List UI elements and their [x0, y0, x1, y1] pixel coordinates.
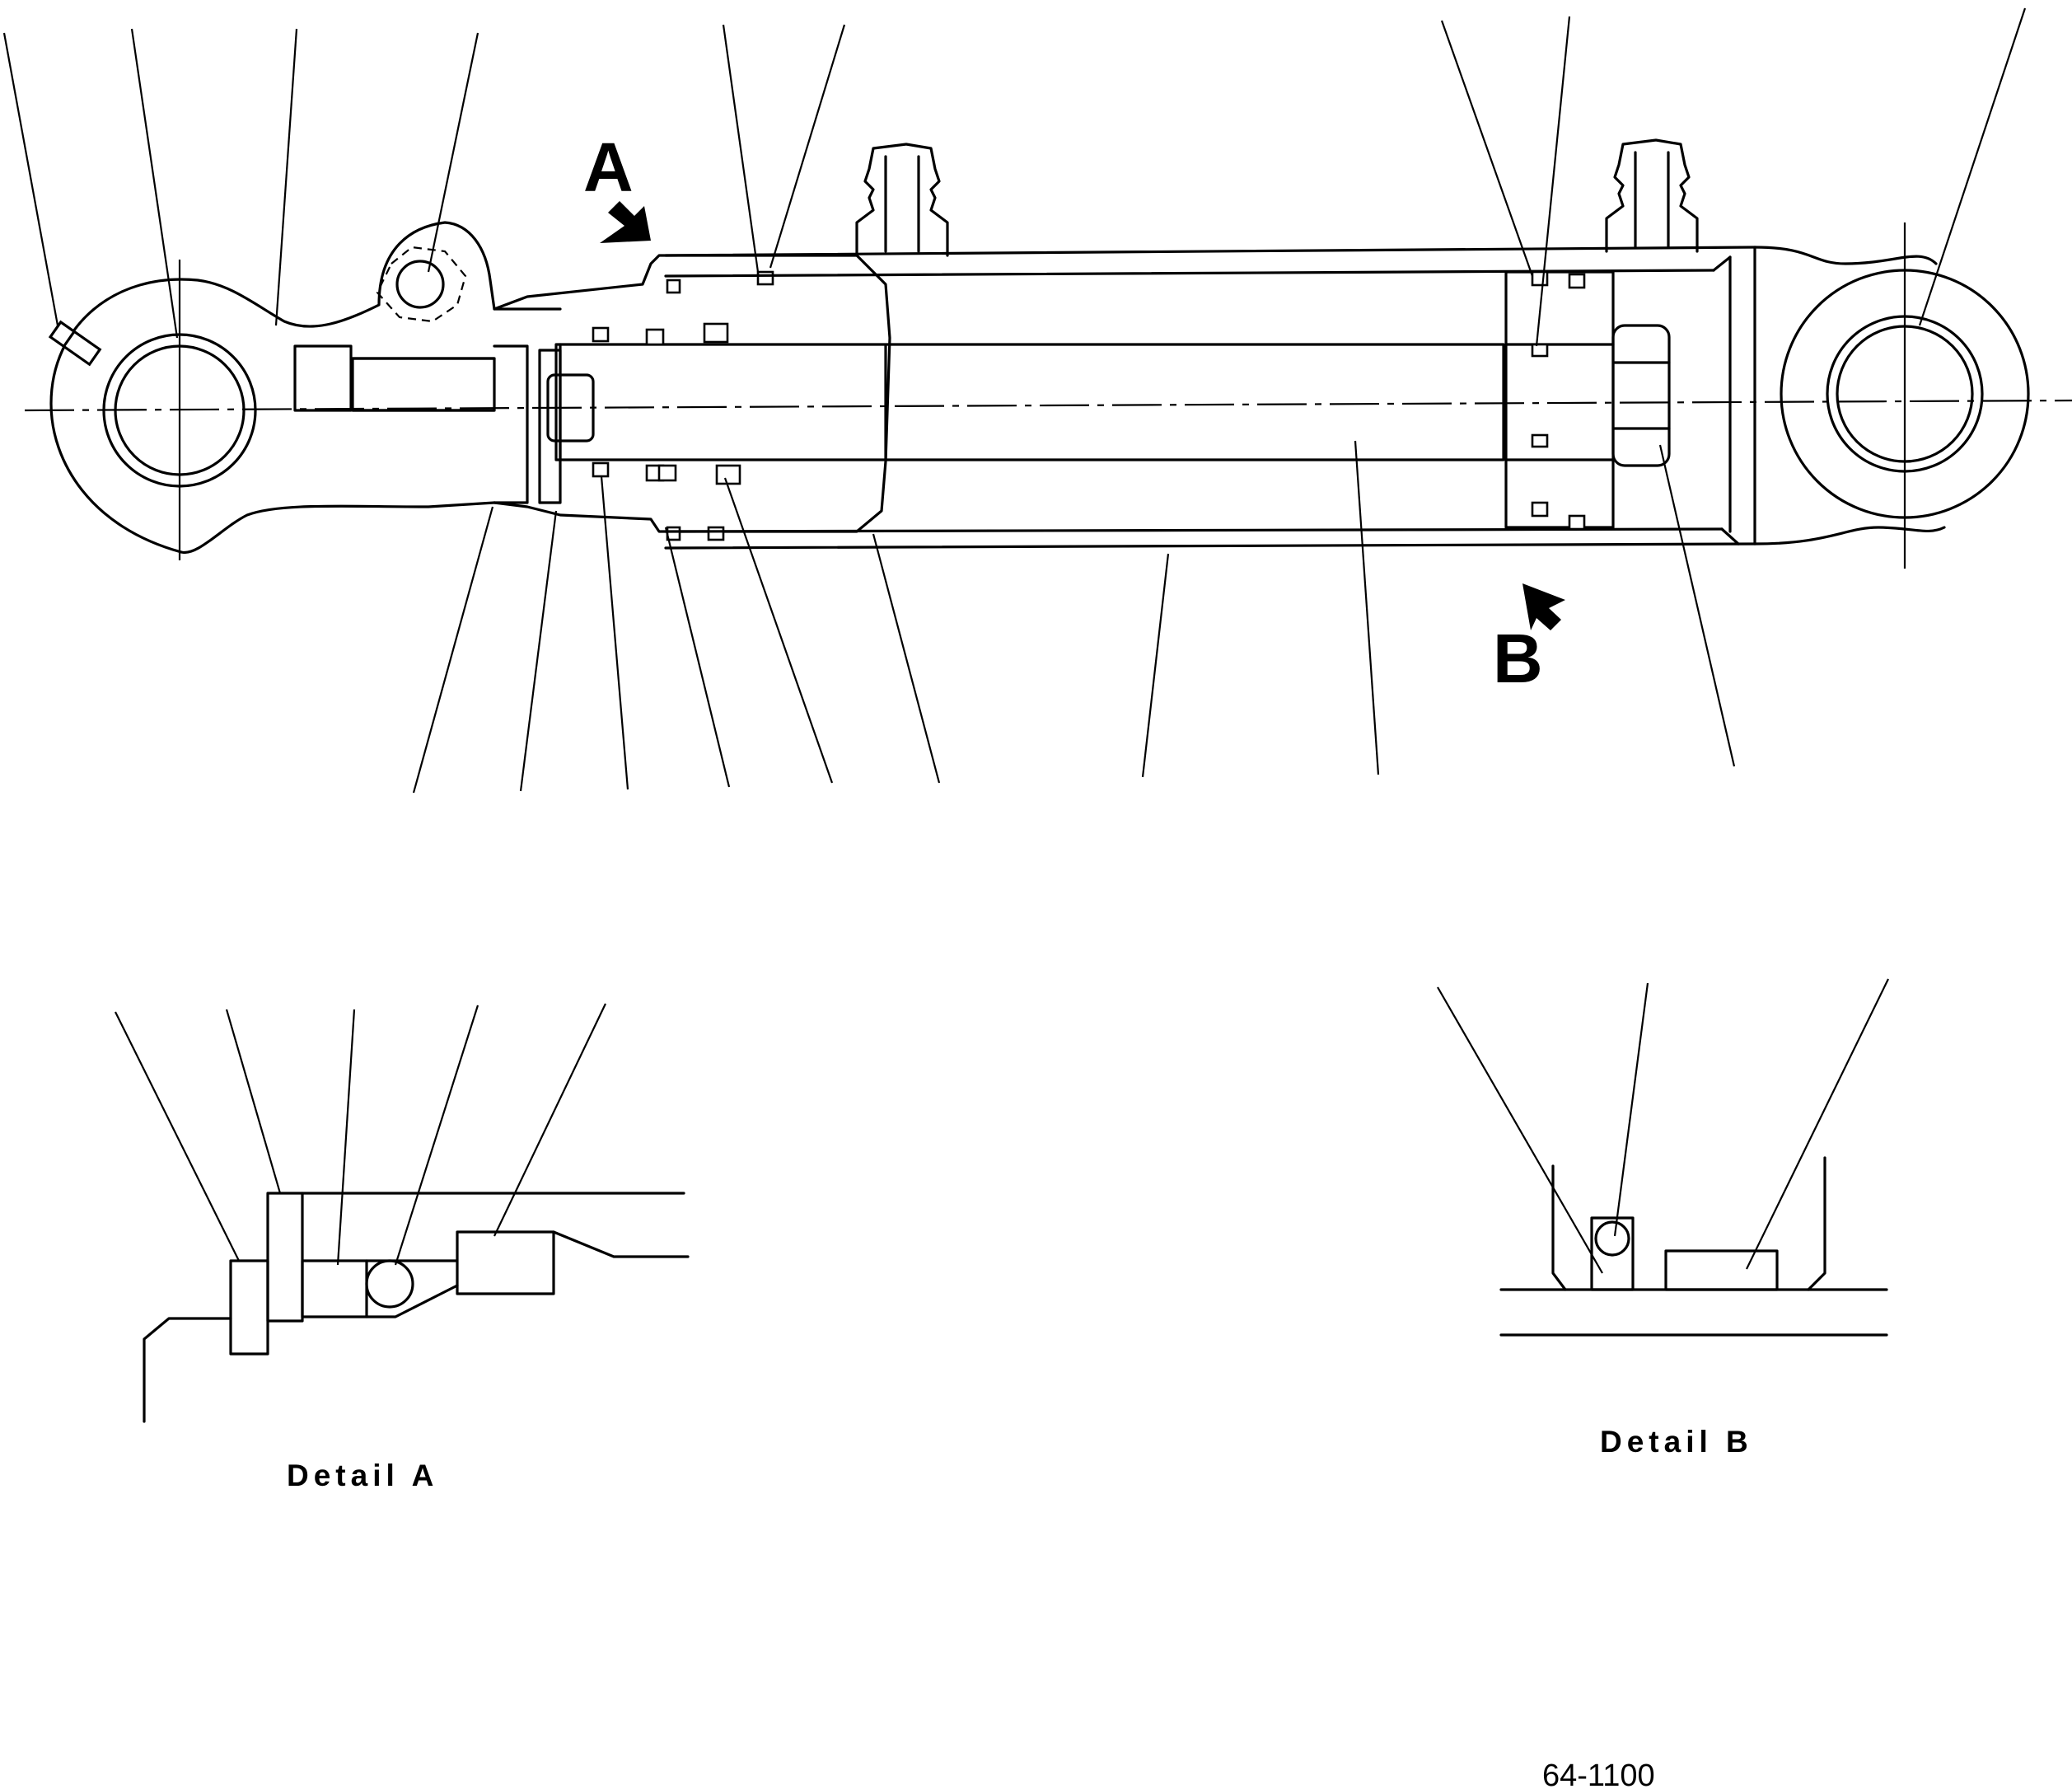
detail-b-letter: B	[1493, 620, 1543, 697]
detail-b-view: Detail B	[1437, 978, 1889, 1459]
cylinder-assembly: A B	[2, 7, 2072, 794]
bottom-end	[1728, 222, 2030, 569]
detail-b-marker: B	[1493, 583, 1565, 697]
detail-b-caption: Detail B	[1600, 1425, 1753, 1459]
detail-a-marker: A	[583, 129, 651, 243]
piston-rod	[493, 343, 1505, 504]
rod-end-eye	[48, 221, 562, 560]
hose-port-right	[1605, 138, 1699, 253]
grease-nipple	[48, 320, 102, 367]
detail-a-caption: Detail A	[287, 1459, 438, 1492]
cylinder-head	[493, 254, 891, 541]
detail-a-letter: A	[583, 129, 634, 206]
piston	[1504, 270, 1671, 531]
detail-a-view: Detail A	[115, 1003, 690, 1492]
leader-lines-top	[2, 7, 2027, 347]
cylinder-tube	[664, 246, 1756, 550]
leader-lines-bottom	[412, 440, 1736, 794]
hose-port-left	[855, 143, 949, 257]
center-line	[24, 399, 2072, 412]
drawing-code: 64-1100	[1542, 1759, 1655, 1789]
